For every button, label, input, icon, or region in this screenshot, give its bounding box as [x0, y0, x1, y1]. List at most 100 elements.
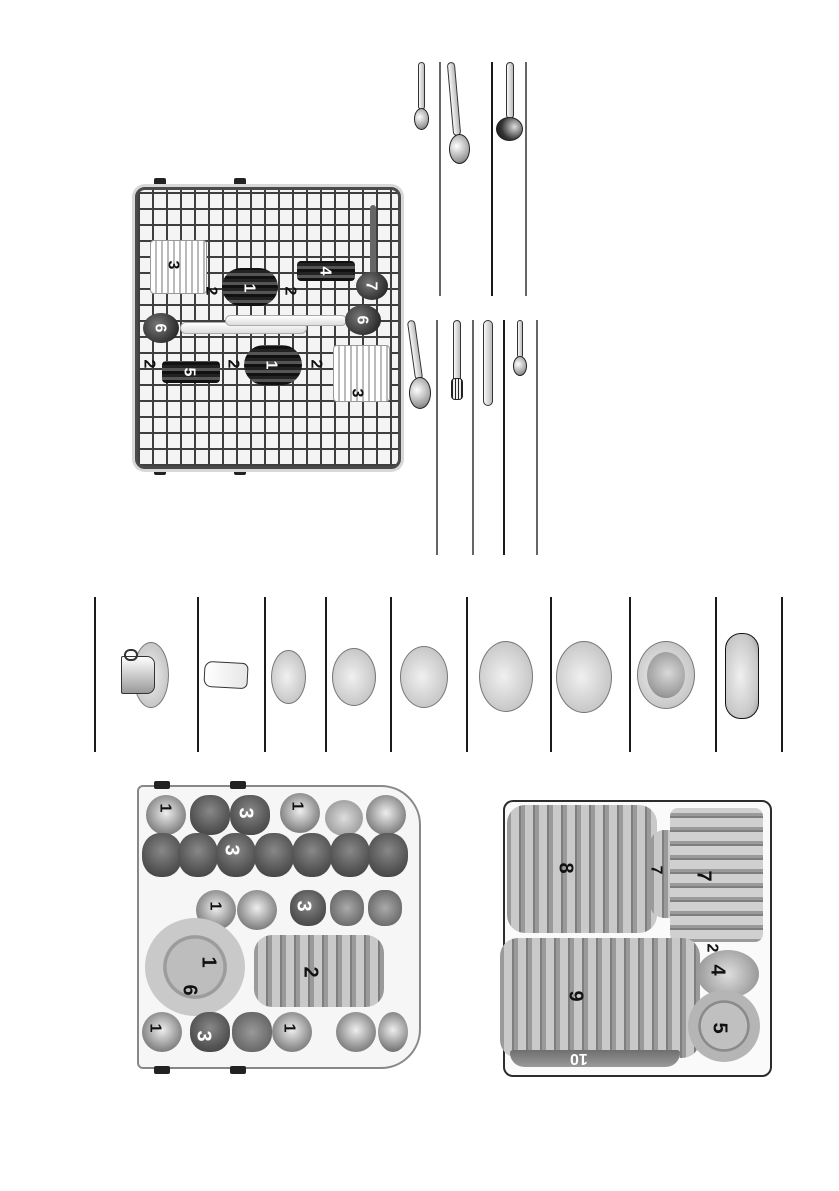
cup [378, 1012, 408, 1052]
legend-divider [503, 320, 505, 555]
ladle-6 [345, 305, 381, 335]
glass [190, 795, 230, 835]
cup [142, 1012, 182, 1052]
label-7: 7 [692, 870, 715, 882]
cup [336, 1012, 376, 1052]
label-1: 1 [240, 283, 258, 293]
bowl-5 [688, 990, 760, 1062]
label-6: 6 [353, 315, 371, 325]
label-5: 5 [180, 367, 198, 377]
label-10: 10 [570, 1050, 588, 1067]
stack-4 [297, 261, 355, 281]
glass [178, 833, 218, 877]
legend-divider [491, 62, 493, 296]
stack-5 [162, 361, 220, 383]
label-6: 6 [151, 323, 169, 333]
glass [368, 890, 402, 926]
glass [230, 795, 270, 835]
basket-clip [154, 781, 170, 789]
cup [146, 795, 186, 835]
serving-spoon-handle [370, 205, 376, 275]
cutlery-tray [135, 187, 401, 469]
legend-divider [94, 597, 96, 752]
label-1: 1 [280, 1023, 298, 1033]
glass [330, 833, 370, 877]
medium-bowl-icon [332, 648, 376, 706]
legend-divider [472, 320, 474, 555]
label-1: 1 [206, 901, 224, 911]
legend-divider [390, 597, 392, 752]
label-1: 1 [197, 956, 220, 968]
knives-group [150, 240, 207, 294]
label-9: 9 [564, 990, 587, 1002]
label-1: 1 [288, 801, 306, 811]
legend-divider [525, 62, 527, 296]
legend-divider [536, 320, 538, 555]
spoon-fan-group [222, 268, 278, 306]
dinner-plate-icon [556, 641, 612, 713]
glass [330, 890, 364, 926]
legend-divider [264, 597, 266, 752]
legend-divider [781, 597, 783, 752]
large-bowl-icon [400, 646, 448, 708]
cup-holder [325, 800, 363, 836]
glass [216, 833, 256, 877]
legend-divider [436, 320, 438, 555]
label-7: 7 [647, 865, 665, 875]
glass [142, 833, 182, 877]
glass [290, 890, 326, 926]
dessert-plate-icon [479, 641, 533, 712]
serving-spoon-7 [356, 272, 388, 300]
label-2: 2 [281, 286, 299, 296]
label-3: 3 [164, 260, 182, 270]
glass [254, 833, 294, 877]
label-3: 3 [348, 388, 366, 398]
glass [190, 1012, 230, 1052]
cup [280, 793, 320, 833]
label-3: 3 [234, 807, 257, 819]
platter-10 [510, 1050, 680, 1067]
legend-divider [439, 62, 441, 296]
label-2: 2 [299, 966, 322, 978]
label-4: 4 [316, 266, 334, 276]
glass [368, 833, 408, 877]
label-7: 7 [362, 281, 380, 291]
label-3: 3 [192, 1030, 215, 1042]
legend-divider [325, 597, 327, 752]
small-plates-horizontal [670, 808, 763, 942]
label-1: 1 [156, 803, 174, 813]
soup-plates [500, 938, 700, 1058]
dinner-plates [507, 805, 657, 933]
glass [232, 1012, 272, 1052]
label-2: 2 [307, 359, 325, 369]
tray-clip [154, 178, 166, 186]
cup [272, 1012, 312, 1052]
label-2: 2 [224, 359, 242, 369]
label-1: 1 [262, 360, 280, 370]
label-3: 3 [220, 844, 243, 856]
tray-clip [154, 467, 166, 475]
spoon-fan-group [244, 345, 302, 385]
label-4: 4 [706, 964, 729, 976]
label-2: 2 [140, 359, 158, 369]
ladle-handle [225, 315, 347, 326]
label-1: 1 [146, 1023, 164, 1033]
plates-stack [254, 935, 384, 1007]
oval-platter-icon [725, 633, 759, 719]
basket-clip [230, 781, 246, 789]
label-2: 2 [202, 286, 220, 296]
label-5: 5 [708, 1022, 731, 1034]
basket-clip [230, 1066, 246, 1074]
basket-clip [154, 1066, 170, 1074]
knives-group [333, 345, 390, 402]
legend-divider [550, 597, 552, 752]
label-6: 6 [178, 984, 201, 996]
large-bowl [145, 918, 245, 1016]
ladle-6 [143, 313, 179, 343]
tray-clip [234, 467, 246, 475]
legend-divider [629, 597, 631, 752]
small-bowl-icon [271, 650, 306, 704]
legend-divider [466, 597, 468, 752]
legend-divider [715, 597, 717, 752]
label-3: 3 [292, 900, 315, 912]
